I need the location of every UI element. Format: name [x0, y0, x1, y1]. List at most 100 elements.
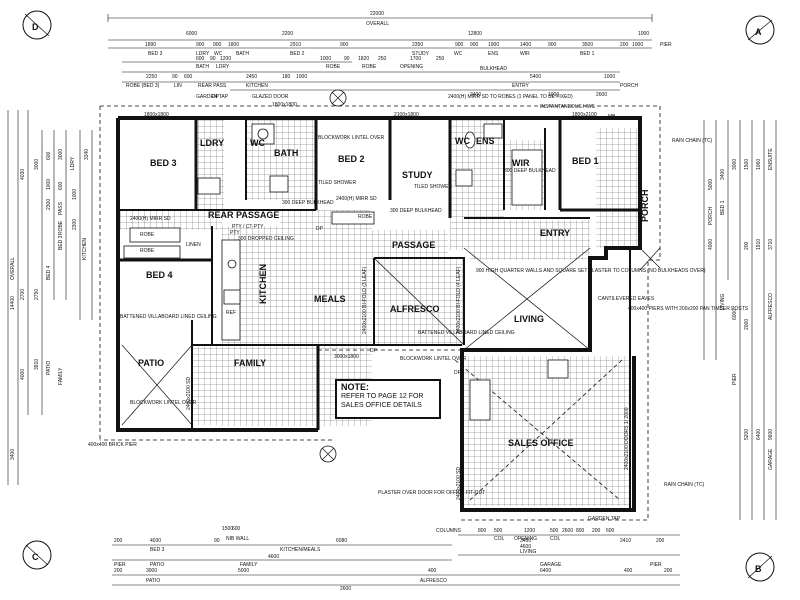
- note-cantilevered: CANTILEVERED EAVES: [598, 296, 655, 302]
- dim-b2-label-family: FAMILY: [240, 562, 258, 568]
- dim-left-label-bed3: BED 3: [58, 235, 64, 250]
- dim-right-13: 9600: [768, 429, 774, 440]
- dim-r3-11: 900: [548, 42, 557, 48]
- dim-b2-label-pier: PIER: [114, 562, 126, 568]
- note-mirr-2: 2400(H) MIRR SD: [336, 196, 377, 202]
- dim-left-12: 1000: [72, 189, 78, 200]
- dim-b1-label-nib: NIB WALL: [226, 536, 249, 542]
- dim-right-10: 2000: [744, 319, 750, 330]
- dim-r3-6: 2350: [412, 42, 423, 48]
- dim-b2-3: 2600: [340, 586, 351, 592]
- dim-b0-3: 500: [550, 528, 559, 534]
- dim-right-6: 1060: [756, 159, 762, 170]
- dim-r3-4: 2910: [290, 42, 301, 48]
- dim-left-8: 3400: [10, 449, 16, 460]
- sales-office-note: NOTE: REFER TO PAGE 12 FOR SALES OFFICE …: [335, 379, 441, 419]
- walls: [116, 116, 642, 512]
- room-kitchen: KITCHEN: [258, 264, 268, 304]
- note-battened-2: BATTENED VILLABOARD LINED CEILING: [418, 330, 515, 336]
- note-battened-1: BATTENED VILLABOARD LINED CEILING: [120, 314, 217, 320]
- room-linen: LINEN: [186, 242, 201, 248]
- note-sd-office: 2400x2100 SD: [456, 467, 462, 500]
- dim-r4-label-robe: ROBE: [326, 64, 341, 70]
- dim-right-12: 6400: [756, 429, 762, 440]
- dim-b2-1: 3000: [146, 568, 157, 574]
- dim-b1-6: 2410: [620, 538, 631, 544]
- dim-r5-label-rearpass: REAR PASS: [198, 83, 227, 89]
- dim-b3-label-alfresco: ALFRESCO: [420, 578, 447, 584]
- dim-right-9: 3710: [768, 239, 774, 250]
- room-study: STUDY: [402, 170, 433, 180]
- right-dimensions: [703, 120, 777, 520]
- room-porch: PORCH: [640, 189, 650, 222]
- dim-left-label-ldry: LDRY: [70, 156, 76, 170]
- note-bifold-1: 2400x2100 BI-FOLD (3 LEAF): [362, 266, 368, 334]
- dim-b2-2: 5000: [238, 568, 249, 574]
- dim-r3-8: 900: [470, 42, 479, 48]
- note-window-f: 3000x2100: [254, 428, 279, 434]
- note-dp-1: DP: [370, 348, 378, 354]
- dim-r3-13: 200: [620, 42, 629, 48]
- dim-r3-14: 1000: [632, 42, 643, 48]
- dim-r3-7: 900: [455, 42, 464, 48]
- dim-right-label-living: LIVING: [720, 293, 726, 310]
- note-quarter-walls: 900 HIGH QUARTER WALLS AND SQUARE SET PL…: [476, 268, 706, 274]
- note-piers: 400x400 PIERS WITH 200x200 PAN TIMBER PO…: [628, 306, 749, 312]
- dim-left-label-pass: PASS: [58, 201, 64, 215]
- dim-left-label-kitchen: KITCHEN: [82, 238, 88, 260]
- dim-b3-label-patio: PATIO: [146, 578, 160, 584]
- note-window-a: 1800x1800: [144, 112, 169, 118]
- note-brick-pier: 400x400 BRICK PIER: [88, 442, 137, 448]
- dim-r3-12: 3500: [582, 42, 593, 48]
- note-blockwork-lintel-2: BLOCKWORK LINTEL OVER: [400, 356, 467, 362]
- dim-b0-2: 1200: [524, 528, 535, 534]
- note-dp-4: DP: [212, 94, 220, 100]
- dim-left-1: 3000: [34, 159, 40, 170]
- dim-r5-7: 1000: [604, 74, 615, 80]
- note-blockwork-lintel-1: BLOCKWORK LINTEL OVER: [318, 135, 385, 141]
- note-tiled-shower-2: TILED SHOWER: [414, 184, 452, 190]
- note-mirr-top: 2400(H) MIRR SD TO ROBES (1 PANEL TO BE …: [448, 94, 573, 100]
- dim-top-2200: 2200: [282, 31, 293, 37]
- grid-marker-a-label: A: [755, 27, 762, 37]
- room-passage: PASSAGE: [392, 240, 435, 250]
- note-robe-bed2: ROBE: [358, 214, 373, 220]
- grid-marker-d-label: D: [32, 22, 39, 32]
- dim-r4-4: 90: [344, 56, 350, 62]
- room-alfresco: ALFRESCO: [390, 304, 440, 314]
- room-wir: WIR: [512, 158, 530, 168]
- note-garden-tap-bottom: GARDEN TAP: [588, 516, 621, 522]
- dim-right-label-alfresco: ALFRESCO: [768, 293, 774, 320]
- dim-right-1: 4000: [708, 239, 714, 250]
- dim-b2-6: 400: [624, 568, 633, 574]
- room-entry: ENTRY: [540, 228, 570, 238]
- dim-right-label-pier: PIER: [732, 373, 738, 385]
- note-garden-tap-top: GARDEN TAP: [196, 94, 229, 100]
- note-sd-family: 2400x2100 SD: [186, 377, 192, 410]
- dim-r3-1: 900: [196, 42, 205, 48]
- dim-right-3: 3400: [720, 169, 726, 180]
- note-tiled-shower-1: TILED SHOWER: [318, 180, 356, 186]
- dim-top-6000: 6000: [186, 31, 197, 37]
- dim-label-bed2: BED 2: [290, 51, 305, 57]
- dim-r5-5: 1000: [296, 74, 307, 80]
- fixtures: [123, 123, 569, 421]
- tiled-floors: [118, 120, 638, 506]
- room-ldry: LDRY: [200, 138, 224, 148]
- dim-left-label-robe: ROBE: [58, 220, 64, 235]
- dim-b0-label-col2: COL: [550, 536, 561, 542]
- note-bifold-2: 2400x2100 BI-FOLD (4 LEAF): [456, 266, 462, 334]
- note-rain-chain-2: RAIN CHAIN (TC): [664, 482, 705, 488]
- dim-left-label-bed4: BED 4: [46, 265, 52, 280]
- dim-r4-label-ldry: LDRY: [216, 64, 230, 70]
- dim-right-11: 5200: [744, 429, 750, 440]
- dim-b0-label-opening: OPENING: [514, 536, 537, 542]
- dim-right-8: 1910: [756, 239, 762, 250]
- dim-r5-4: 180: [282, 74, 291, 80]
- dim-left-0: 4030: [20, 169, 26, 180]
- note-window-e: 1800x2100: [572, 112, 597, 118]
- grid-marker-a: A: [745, 15, 775, 45]
- room-bed3: BED 3: [150, 158, 177, 168]
- dim-r3-5: 900: [340, 42, 349, 48]
- room-living: LIVING: [514, 314, 544, 324]
